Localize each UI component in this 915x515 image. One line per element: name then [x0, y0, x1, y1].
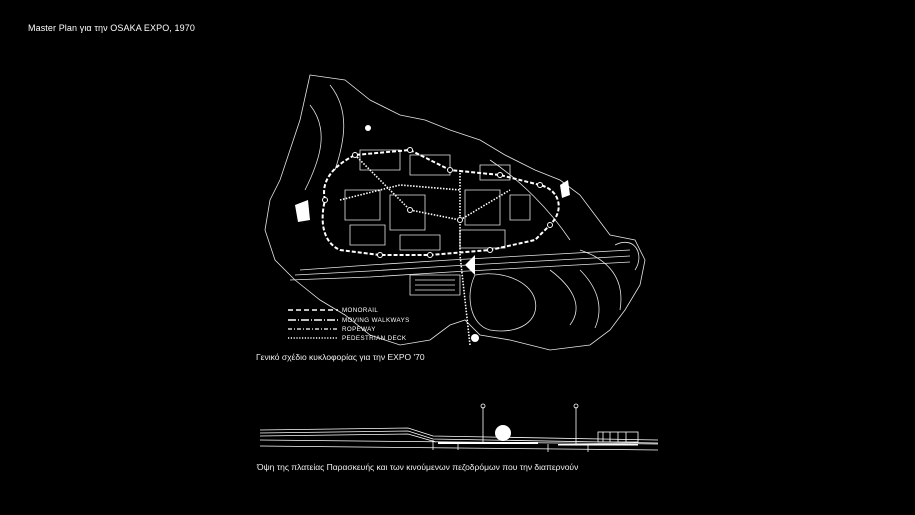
plan-caption: Γενικό σχέδιο κυκλοφορίας για την EXPO '…: [256, 352, 425, 362]
section-caption: Όψη της πλατείας Παρασκευής και των κινο…: [257, 462, 579, 472]
section-elevation-drawing: [259, 403, 658, 452]
legend-label-monorail: MONORAIL: [342, 307, 378, 314]
master-plan-drawing: MONORAIL MOVING WALKWAYS ROPEWAY PEDESTR…: [264, 74, 646, 351]
legend-label-ropeway: ROPEWAY: [342, 326, 376, 333]
plan-legend: MONORAIL MOVING WALKWAYS ROPEWAY PEDESTR…: [288, 307, 410, 342]
legend-label-moving-walkways: MOVING WALKWAYS: [342, 317, 410, 324]
slide-title: Master Plan για την OSAKA EXPO, 1970: [28, 23, 195, 33]
legend-label-pedestrian-deck: PEDESTRIAN DECK: [342, 335, 407, 342]
